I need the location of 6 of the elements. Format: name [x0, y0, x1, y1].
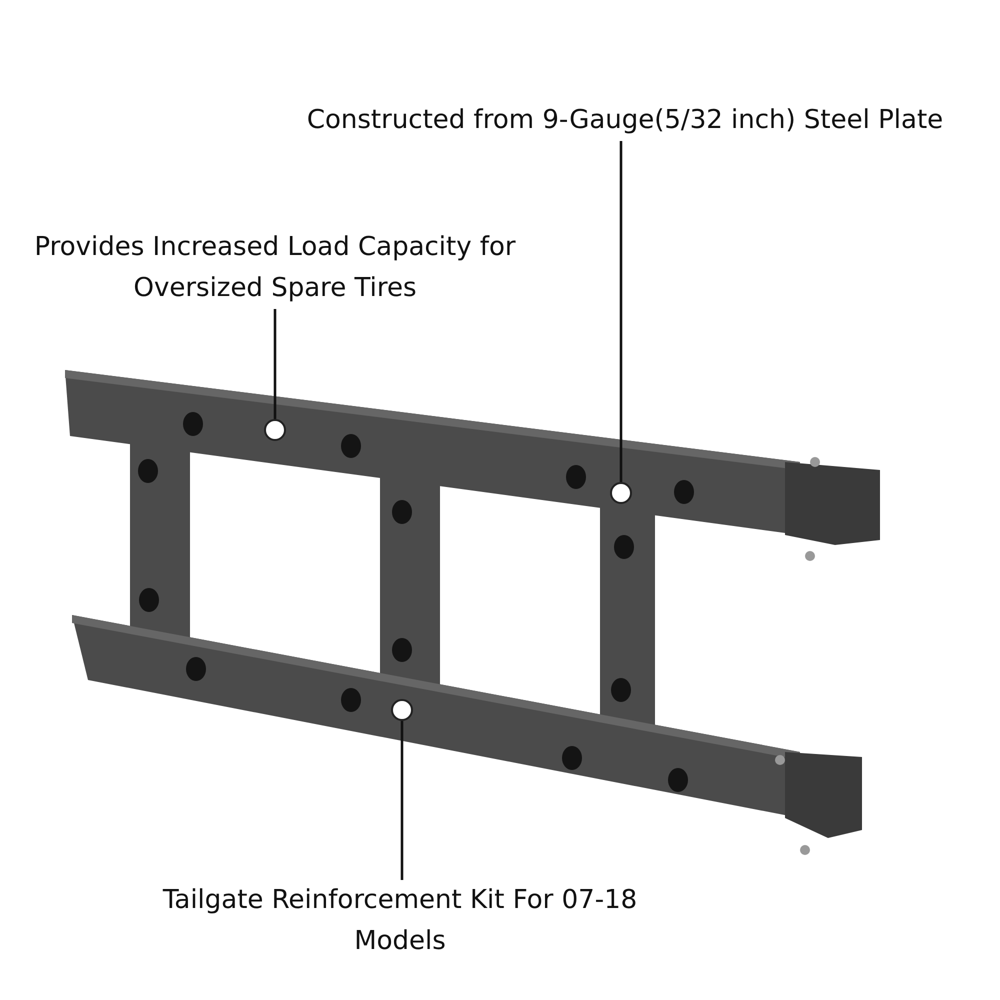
callout-text: Tailgate Reinforcement Kit For 07-18 Models — [162, 884, 638, 958]
leader-line — [400, 721, 404, 880]
callout-text: Provides Increased Load Capacity for Oversized Spare Tires — [33, 231, 517, 305]
leader-line — [274, 309, 276, 419]
leader-line — [620, 141, 622, 482]
callout-text: Constructed from 9-Gauge(5/32 inch) Steel Plate — [306, 104, 944, 137]
